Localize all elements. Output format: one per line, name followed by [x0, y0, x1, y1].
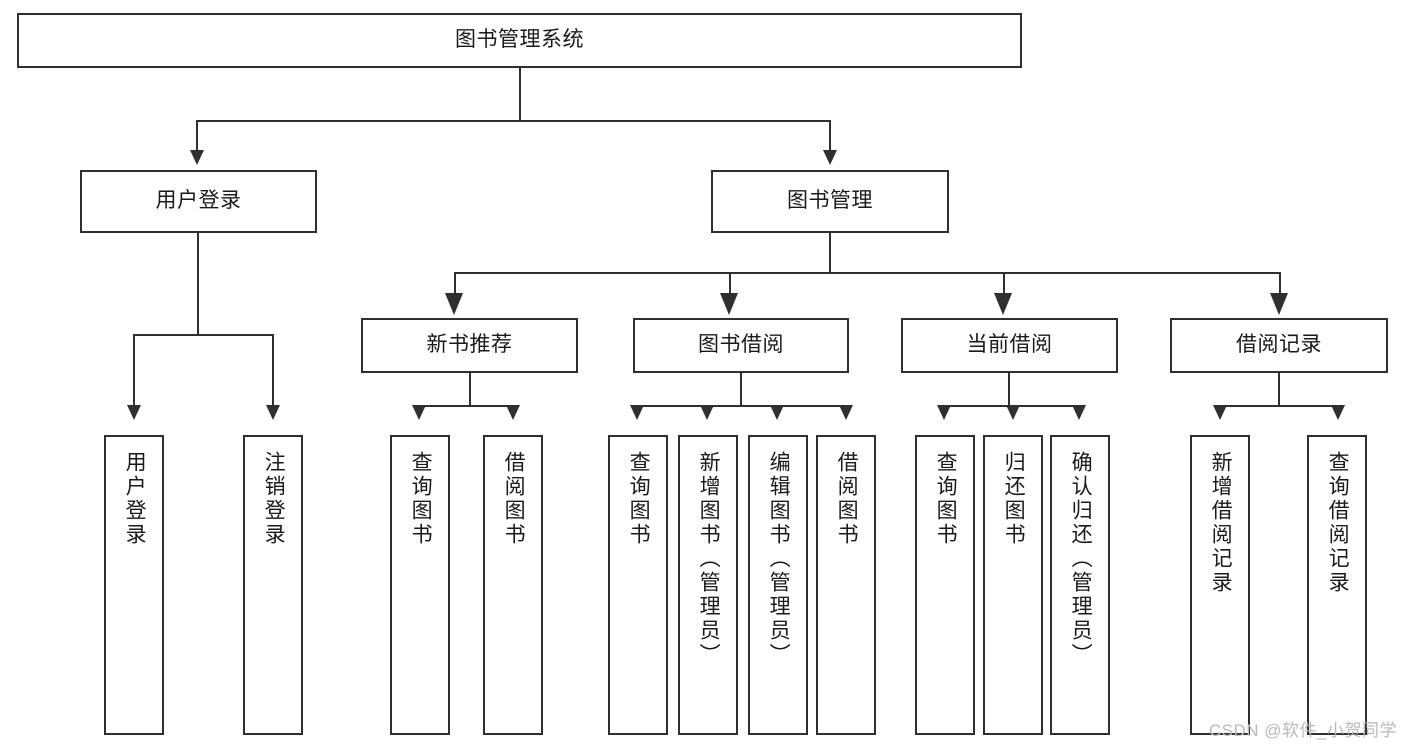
arrow-borrow-record-to-leaf-2 — [1331, 405, 1345, 420]
leaf-label: 查询图书 — [934, 451, 958, 547]
leaf-label: 查询图书 — [627, 451, 651, 547]
connector-book-management-drop — [829, 233, 831, 273]
arrow-book-borrow-to-leaf-3 — [770, 405, 784, 420]
connector-root-bus — [196, 120, 831, 122]
leaf-label: 归还图书 — [1002, 451, 1026, 547]
node-new-book-recommend[interactable]: 新书推荐 — [361, 318, 578, 373]
leaf-label: 编辑图书（管理员） — [767, 451, 791, 667]
arrow-user-login-to-leaf-2 — [266, 405, 280, 420]
connector-user-login-bus — [133, 334, 274, 336]
leaf-label: 新增图书（管理员） — [697, 451, 721, 667]
leaf-current-borrow-confirm-return[interactable]: 确认归还（管理员） — [1050, 435, 1110, 735]
connector-book-borrow-bus — [637, 405, 846, 407]
leaf-label: 查询借阅记录 — [1326, 451, 1350, 595]
connector-user-login-to-leaf-2 — [272, 334, 274, 408]
arrow-new-book-to-leaf-1 — [412, 405, 426, 420]
arrow-book-borrow-to-leaf-2 — [700, 405, 714, 420]
arrow-bm-to-current-borrow — [994, 293, 1012, 315]
arrow-book-borrow-to-leaf-1 — [630, 405, 644, 420]
arrow-root-to-user-login — [190, 150, 204, 165]
connector-borrow-record-bus — [1220, 405, 1338, 407]
arrow-borrow-record-to-leaf-1 — [1213, 405, 1227, 420]
leaf-borrow-record-add-record[interactable]: 新增借阅记录 — [1190, 435, 1250, 735]
connector-bm-to-borrow-record — [1279, 272, 1281, 296]
leaf-label: 新增借阅记录 — [1209, 451, 1233, 595]
connector-book-management-bus — [454, 272, 1280, 274]
connector-current-borrow-drop — [1008, 373, 1010, 406]
node-book-borrow[interactable]: 图书借阅 — [633, 318, 849, 373]
connector-book-borrow-drop — [740, 373, 742, 406]
leaf-new-book-borrow-book[interactable]: 借阅图书 — [483, 435, 543, 735]
connector-borrow-record-drop — [1278, 373, 1280, 406]
leaf-book-borrow-query-book[interactable]: 查询图书 — [608, 435, 668, 735]
leaf-label: 注销登录 — [262, 451, 286, 547]
leaf-current-borrow-return-book[interactable]: 归还图书 — [983, 435, 1043, 735]
leaf-label: 确认归还（管理员） — [1069, 451, 1093, 667]
connector-root-to-user-login — [196, 120, 198, 153]
connector-root-drop — [519, 67, 521, 121]
arrow-bm-to-book-borrow — [720, 293, 738, 315]
leaf-book-borrow-borrow-book[interactable]: 借阅图书 — [816, 435, 876, 735]
leaf-label: 查询图书 — [409, 451, 433, 547]
connector-bm-to-book-borrow — [729, 272, 731, 296]
connector-bm-to-new-book — [454, 272, 456, 296]
node-label: 用户登录 — [155, 189, 242, 213]
node-book-management[interactable]: 图书管理 — [711, 170, 949, 233]
leaf-borrow-record-query-record[interactable]: 查询借阅记录 — [1307, 435, 1367, 735]
leaf-user-login-logout[interactable]: 注销登录 — [243, 435, 303, 735]
arrow-root-to-book-management — [823, 150, 837, 165]
leaf-current-borrow-query-book[interactable]: 查询图书 — [915, 435, 975, 735]
leaf-user-login-login[interactable]: 用户登录 — [104, 435, 164, 735]
arrow-current-borrow-to-leaf-1 — [937, 405, 951, 420]
node-current-borrow[interactable]: 当前借阅 — [901, 318, 1118, 373]
node-borrow-record[interactable]: 借阅记录 — [1170, 318, 1388, 373]
leaf-label: 借阅图书 — [502, 451, 526, 547]
arrow-current-borrow-to-leaf-3 — [1072, 405, 1086, 420]
node-label: 借阅记录 — [1236, 333, 1322, 357]
arrow-new-book-to-leaf-2 — [506, 405, 520, 420]
connector-root-to-book-management — [829, 120, 831, 153]
arrow-current-borrow-to-leaf-2 — [1006, 405, 1020, 420]
leaf-book-borrow-add-book[interactable]: 新增图书（管理员） — [678, 435, 738, 735]
arrow-bm-to-borrow-record — [1270, 293, 1288, 315]
arrow-bm-to-new-book — [445, 293, 463, 315]
leaf-new-book-query-book[interactable]: 查询图书 — [390, 435, 450, 735]
connector-user-login-drop — [197, 233, 199, 335]
node-label: 图书管理系统 — [455, 28, 584, 52]
node-user-login[interactable]: 用户登录 — [80, 170, 317, 233]
arrow-user-login-to-leaf-1 — [127, 405, 141, 420]
watermark: CSDN @软件_小贺同学 — [1208, 721, 1397, 740]
connector-bm-to-current-borrow — [1003, 272, 1005, 296]
node-label: 新书推荐 — [426, 333, 513, 357]
node-root-book-management-system[interactable]: 图书管理系统 — [17, 13, 1022, 68]
leaf-label: 用户登录 — [123, 451, 147, 547]
leaf-book-borrow-edit-book[interactable]: 编辑图书（管理员） — [748, 435, 808, 735]
connector-new-book-bus — [419, 405, 513, 407]
connector-user-login-to-leaf-1 — [133, 334, 135, 408]
connector-new-book-drop — [469, 373, 471, 406]
node-label: 图书管理 — [787, 189, 873, 213]
node-label: 图书借阅 — [698, 333, 784, 357]
arrow-book-borrow-to-leaf-4 — [839, 405, 853, 420]
node-label: 当前借阅 — [966, 333, 1053, 357]
leaf-label: 借阅图书 — [835, 451, 859, 547]
